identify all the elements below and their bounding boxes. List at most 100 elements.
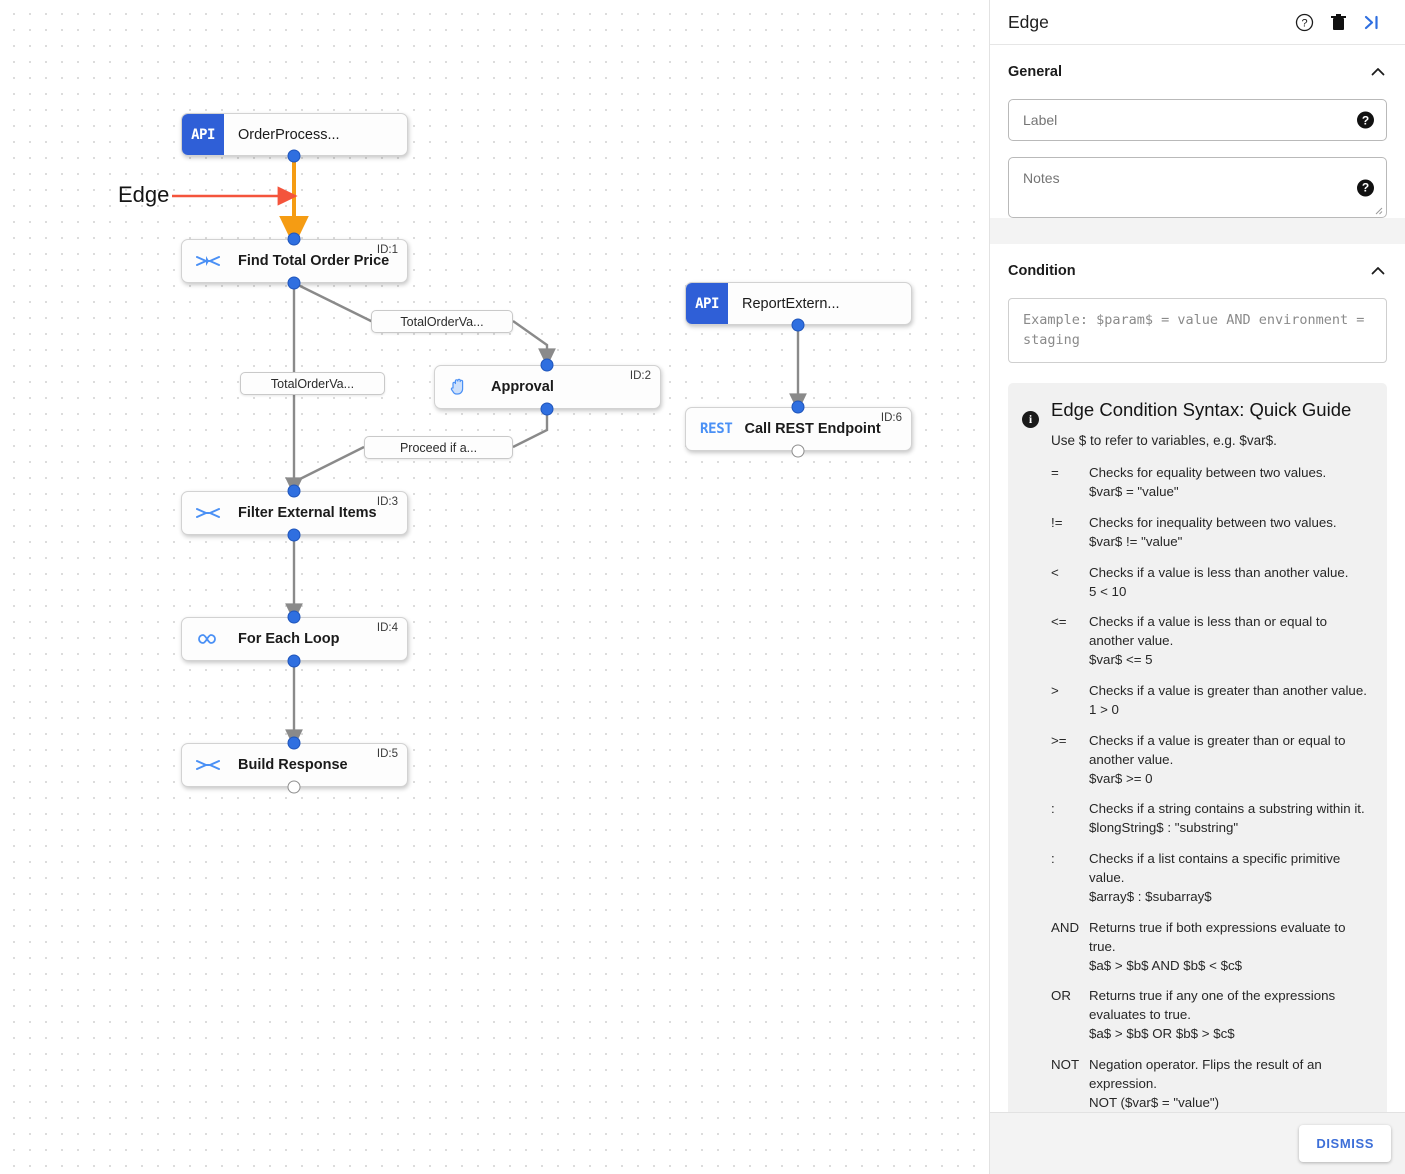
operator-description: Checks if a list contains a specific pri… xyxy=(1089,850,1371,907)
general-section: General ? ? xyxy=(990,45,1405,218)
operator-symbol: NOT xyxy=(1051,1057,1080,1072)
edge-label[interactable]: TotalOrderVa... xyxy=(371,310,513,333)
chevron-up-icon[interactable] xyxy=(1369,262,1387,280)
trash-icon[interactable] xyxy=(1321,7,1355,37)
operator-example: $array$ : $subarray$ xyxy=(1089,888,1212,904)
node-port-in[interactable] xyxy=(287,736,301,750)
node-call-rest-endpoint[interactable]: REST Call REST Endpoint ID:6 xyxy=(685,407,912,451)
label-field-wrap[interactable]: ? xyxy=(1008,99,1387,141)
edge-label[interactable]: TotalOrderVa... xyxy=(240,372,385,395)
api-badge-icon: API xyxy=(182,114,224,155)
condition-heading: Condition xyxy=(1008,263,1076,279)
notes-field-wrap[interactable]: ? xyxy=(1008,157,1387,218)
general-heading: General xyxy=(1008,64,1062,80)
operator-example: $var$ = "value" xyxy=(1089,484,1179,499)
operator-list: = Checks for equality between two values.… xyxy=(1051,464,1371,1113)
operator-description: Checks for inequality between two values… xyxy=(1089,514,1371,552)
operator-row: >= Checks if a value is greater than or e… xyxy=(1051,732,1371,789)
operator-symbol: <= xyxy=(1051,614,1067,630)
dismiss-button[interactable]: DISMISS xyxy=(1299,1125,1391,1162)
node-report-extern[interactable]: API ReportExtern... xyxy=(685,282,912,325)
edge-label[interactable]: Proceed if a... xyxy=(364,436,513,459)
node-for-each-loop[interactable]: For Each Loop ID:4 xyxy=(181,617,408,661)
operator-row: <=Checks if a value is less than or equa… xyxy=(1051,613,1371,670)
hand-icon xyxy=(449,377,483,397)
node-title: Approval xyxy=(491,379,554,395)
node-port-out[interactable] xyxy=(791,318,805,332)
node-order-process[interactable]: API OrderProcess... xyxy=(181,113,408,156)
node-port-out[interactable] xyxy=(287,654,301,668)
panel-title: Edge xyxy=(1008,11,1049,32)
node-port-out[interactable] xyxy=(287,149,301,163)
guide-intro: Use $ to refer to variables, e.g. $var$. xyxy=(1051,433,1277,449)
operator-symbol: >= xyxy=(1051,732,1067,748)
node-id: ID:3 xyxy=(376,496,398,508)
help-circle-icon[interactable]: ? xyxy=(1287,7,1321,37)
operator-row: >Checks if a value is greater than anoth… xyxy=(1051,682,1371,720)
merge-arrows-icon xyxy=(196,505,230,521)
notes-help-icon[interactable]: ? xyxy=(1357,179,1374,196)
node-title: Build Response xyxy=(238,757,348,773)
condition-placeholder: Example: $param$ = value AND environment… xyxy=(1023,312,1365,348)
node-port-out[interactable] xyxy=(287,528,301,542)
operator-example: $longString$ : "substring" xyxy=(1089,820,1239,836)
node-port-in[interactable] xyxy=(287,610,301,624)
edge-properties-panel: Edge ? xyxy=(989,0,1405,1174)
node-port-out[interactable] xyxy=(791,444,805,458)
edge-layer xyxy=(172,156,807,748)
notes-input[interactable] xyxy=(1009,158,1386,212)
node-approval[interactable]: Approval ID:2 xyxy=(434,365,661,409)
node-port-in[interactable] xyxy=(791,400,805,414)
operator-example: $var$ != "value" xyxy=(1089,533,1183,549)
flow-canvas[interactable]: Edge API OrderProcess... Find Total Orde… xyxy=(0,0,989,1174)
operator-example: 5 < 10 xyxy=(1089,583,1127,599)
operator-example: $a$ > $b$ AND $b$ < $c$ xyxy=(1089,957,1243,973)
chevron-up-icon[interactable] xyxy=(1369,63,1387,81)
node-id: ID:2 xyxy=(629,370,651,382)
node-id: ID:5 xyxy=(376,748,398,760)
operator-description: Checks if a value is greater than or equ… xyxy=(1089,732,1371,789)
merge-arrows-icon xyxy=(196,253,230,269)
api-badge-icon: API xyxy=(686,283,728,324)
operator-example: NOT ($var$ = "value") xyxy=(1089,1094,1220,1110)
operator-symbol: OR xyxy=(1051,988,1071,1004)
node-find-total-order-price[interactable]: Find Total Order Price ID:1 xyxy=(181,239,408,283)
node-port-in[interactable] xyxy=(287,484,301,498)
operator-symbol: : xyxy=(1051,851,1055,867)
condition-input[interactable]: Example: $param$ = value AND environment… xyxy=(1008,298,1387,364)
label-help-icon[interactable]: ? xyxy=(1357,111,1374,129)
node-port-out[interactable] xyxy=(540,402,554,416)
operator-example: $var$ >= 0 xyxy=(1089,770,1153,786)
operator-symbol: = xyxy=(1051,465,1059,481)
rest-badge-icon: REST xyxy=(700,421,733,437)
collapse-panel-icon[interactable] xyxy=(1355,7,1389,37)
info-icon: i xyxy=(1022,411,1039,429)
node-port-in[interactable] xyxy=(287,232,301,246)
operator-row: <Checks if a value is less than another … xyxy=(1051,564,1371,602)
general-section-header[interactable]: General xyxy=(1008,45,1387,99)
label-input[interactable] xyxy=(1009,100,1386,140)
svg-text:?: ? xyxy=(1301,17,1307,29)
operator-description: Checks for equality between two values.$… xyxy=(1089,464,1371,502)
operator-row: !=Checks for inequality between two valu… xyxy=(1051,514,1371,552)
panel-header: Edge ? xyxy=(990,0,1405,45)
panel-footer: DISMISS xyxy=(990,1112,1405,1174)
node-title: OrderProcess... xyxy=(238,126,340,143)
node-filter-external-items[interactable]: Filter External Items ID:3 xyxy=(181,491,408,535)
operator-description: Returns true if any one of the expressio… xyxy=(1089,987,1371,1044)
node-port-out[interactable] xyxy=(287,780,301,794)
condition-section: Condition Example: $param$ = value AND e… xyxy=(990,244,1405,1159)
infinity-icon xyxy=(196,632,230,646)
node-port-out[interactable] xyxy=(287,276,301,290)
condition-section-header[interactable]: Condition xyxy=(1008,244,1387,298)
operator-row: :Checks if a string contains a substring… xyxy=(1051,800,1371,838)
node-title: Find Total Order Price xyxy=(238,253,390,269)
edge-annotation-label: Edge xyxy=(118,182,170,207)
node-build-response[interactable]: Build Response ID:5 xyxy=(181,743,408,787)
condition-syntax-guide: i Edge Condition Syntax: Quick Guide Use… xyxy=(1008,383,1387,1141)
operator-example: $var$ <= 5 xyxy=(1089,652,1153,668)
node-port-in[interactable] xyxy=(540,358,554,372)
node-title: For Each Loop xyxy=(238,631,340,647)
